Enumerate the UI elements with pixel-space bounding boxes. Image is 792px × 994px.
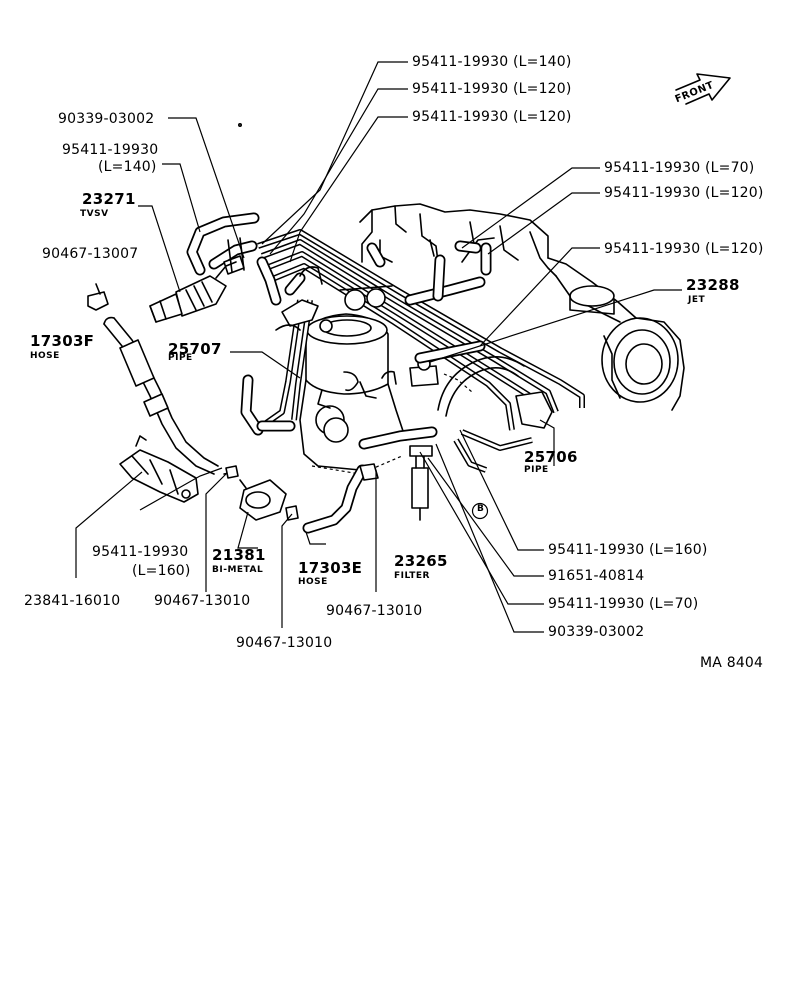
label-pipe-25706-name: PIPE [524,465,549,475]
tvsv-assembly [149,212,306,323]
label-tvsv-number: 23271 [82,190,136,208]
label-bimetal-number: 21381 [212,546,266,564]
hose-17303f-drawing [103,316,219,475]
label-jet-name: JET [688,295,706,305]
carburetor-body [299,285,473,475]
label-pipe-25707-number: 25707 [168,340,222,358]
label-hose-l120-a: 95411-19930 (L=120) [412,81,572,97]
label-hose-l140-left-num: 95411-19930 [62,142,159,158]
label-hose-17303e-number: 17303E [298,559,363,577]
misc-fittings [238,123,323,331]
label-hose-l120-right-b: 95411-19930 (L=120) [604,241,764,257]
label-bimetal-name: BI-METAL [212,565,264,575]
leader-lines [75,61,682,633]
label-part-23841: 23841-16010 [24,593,121,609]
label-clip-90467-13010-a: 90467-13010 [154,593,251,609]
label-clip-90339-top: 90339-03002 [58,111,155,127]
label-hose-l120-b: 95411-19930 (L=120) [412,109,572,125]
bracket-23841-drawing [119,435,199,503]
label-hose-l120-right-a: 95411-19930 (L=120) [604,185,764,201]
pipe-25707-drawing [240,299,313,436]
label-drawing-code: MA 8404 [700,655,764,671]
label-hose-l160-left-num: 95411-19930 [92,544,189,560]
engine-block-outline [359,203,685,411]
label-filter-number: 23265 [394,552,448,570]
label-hose-l140-top: 95411-19930 (L=140) [412,54,572,70]
label-hose-l70-right: 95411-19930 (L=70) [604,160,755,176]
label-hose-l160-left-len: (L=160) [132,563,191,579]
bimetal-21381-drawing [223,465,299,521]
label-filter-name: FILTER [394,571,430,581]
label-pipe-25706-number: 25706 [524,448,578,466]
hose-17303e-drawing [302,463,379,534]
label-hose-17303e-name: HOSE [298,577,328,587]
pipe-25706-drawing [437,356,553,473]
label-jet-number: 23288 [686,276,740,294]
front-arrow-icon [675,73,731,105]
clip-90467-13007-drawing [87,283,109,311]
label-pipe-25707-name: PIPE [168,353,193,363]
label-tvsv-name: TVSV [80,209,109,219]
label-hose-l160-right: 95411-19930 (L=160) [548,542,708,558]
label-clip-90467-13010-c: 90467-13010 [236,635,333,651]
label-clip-90467-13010-b: 90467-13010 [326,603,423,619]
label-hose-l140-left-len: (L=140) [98,159,157,175]
vacuum-hoses [358,240,492,450]
label-part-91651: 91651-40814 [548,568,645,584]
marker-b-circle [471,502,489,520]
label-clip-90339-bottom: 90339-03002 [548,624,645,640]
filter-23265-drawing [409,445,433,521]
label-hose-l70-bottom: 95411-19930 (L=70) [548,596,699,612]
label-hose-17303f-name: HOSE [30,351,60,361]
label-clip-90467-13007: 90467-13007 [42,246,139,262]
marker-b-label: B [476,504,485,514]
label-hose-17303f-number: 17303F [30,332,95,350]
